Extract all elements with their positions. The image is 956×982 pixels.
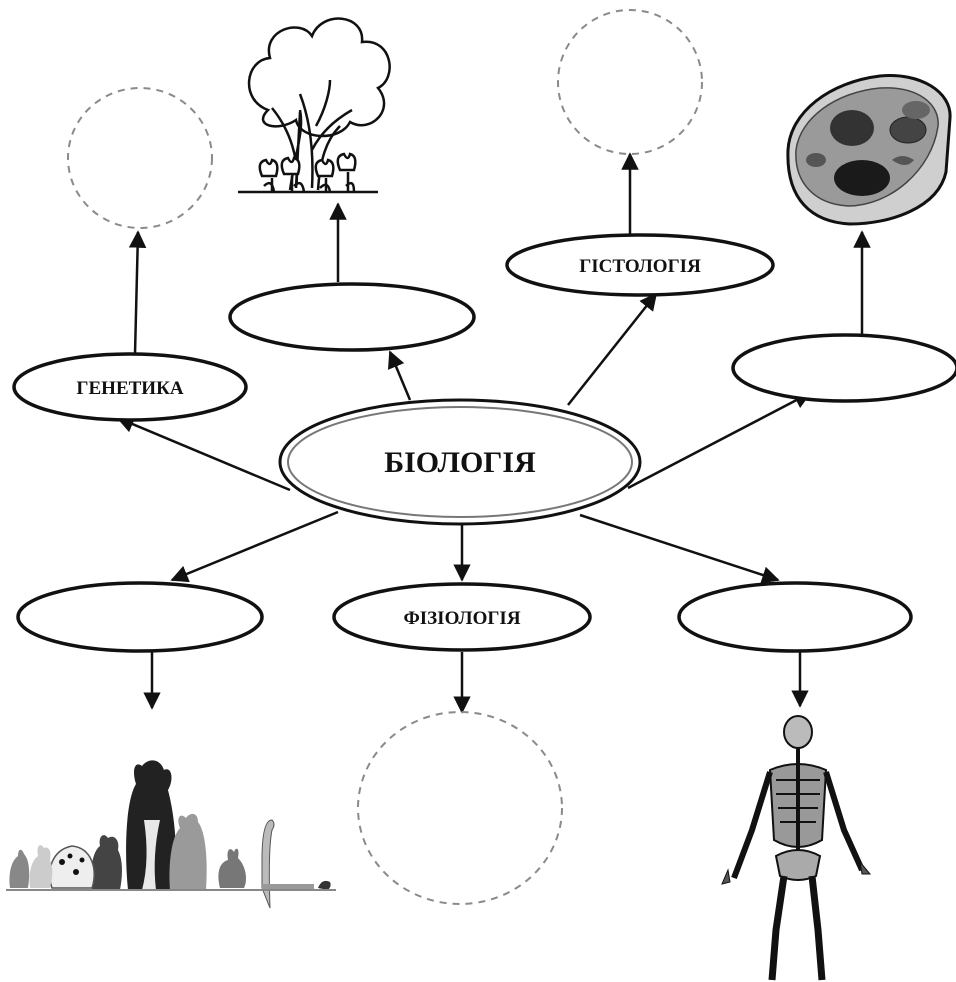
arrow-to-genetics xyxy=(116,416,291,492)
node-physiology[interactable]: ФІЗІОЛОГІЯ xyxy=(332,582,592,652)
physiology-empty-circle[interactable] xyxy=(357,711,563,905)
histology-empty-circle[interactable] xyxy=(557,9,703,155)
node-cytology[interactable] xyxy=(731,333,956,403)
arrow-to-zoology xyxy=(170,510,339,583)
arrow-genetics-circle xyxy=(128,230,147,355)
arrow-to-anatomy xyxy=(579,513,780,584)
node-genetics-label: ГЕНЕТИКА xyxy=(76,378,183,399)
connector-arrows xyxy=(116,292,812,584)
animals-icon xyxy=(6,760,336,909)
node-histology[interactable]: ГІСТОЛОГІЯ xyxy=(505,233,775,297)
tree-with-tulips-icon xyxy=(238,17,391,194)
arrow-to-histology xyxy=(567,292,658,406)
arrow-to-cytology xyxy=(627,391,812,490)
node-histology-label: ГІСТОЛОГІЯ xyxy=(579,256,701,277)
illustration-arrows xyxy=(128,152,871,714)
node-anatomy[interactable] xyxy=(677,581,913,653)
genetics-empty-circle[interactable] xyxy=(67,87,213,229)
arrow-to-botany xyxy=(387,350,412,401)
cell-icon xyxy=(786,73,952,226)
center-node[interactable]: БІОЛОГІЯ xyxy=(278,398,642,526)
node-zoology[interactable] xyxy=(16,581,264,653)
empty-circles xyxy=(67,9,703,905)
node-physiology-label: ФІЗІОЛОГІЯ xyxy=(403,608,520,629)
node-genetics[interactable]: ГЕНЕТИКА xyxy=(12,352,248,422)
node-botany[interactable] xyxy=(228,282,476,352)
skeleton-icon xyxy=(721,715,872,981)
center-node-label: БІОЛОГІЯ xyxy=(384,446,536,479)
